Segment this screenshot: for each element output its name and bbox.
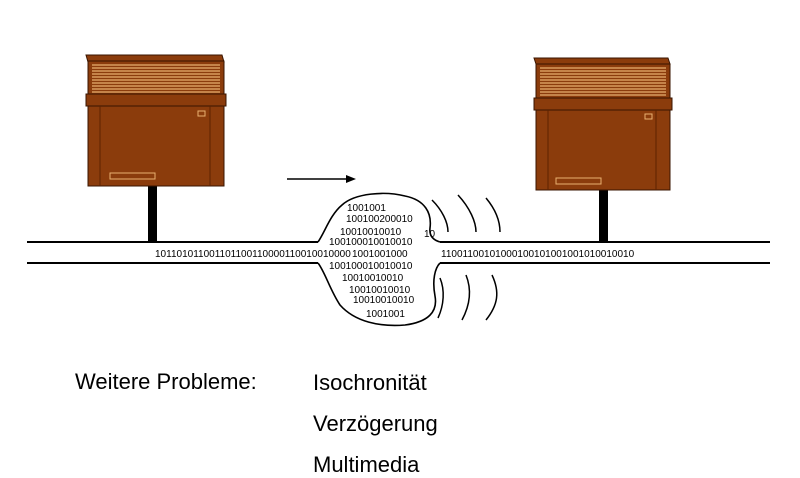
motion-arc bbox=[457, 194, 477, 233]
bit-stream-right: 11001100101000100101001001010010010 bbox=[441, 249, 635, 260]
caption-item-isochronitaet: Isochronität bbox=[313, 370, 427, 395]
cloud-bits-line: 1001001 bbox=[366, 309, 405, 320]
bit-cloud-outline bbox=[317, 192, 441, 327]
bit-stray: 10 bbox=[424, 229, 436, 240]
direction-arrow bbox=[287, 175, 356, 183]
cloud-bits-line: 1001001000 bbox=[352, 249, 408, 260]
caption-heading: Weitere Probleme: bbox=[75, 369, 257, 394]
caption-item-multimedia: Multimedia bbox=[313, 452, 420, 477]
cloud-bits-line: 100100010010010 bbox=[329, 261, 413, 272]
motion-arc bbox=[431, 199, 449, 233]
right-device bbox=[533, 57, 673, 241]
cloud-bits-line: 100100200010 bbox=[346, 214, 413, 225]
motion-arc bbox=[461, 274, 471, 321]
motion-arc bbox=[437, 277, 444, 319]
cloud-bits-line: 100100010010010 bbox=[329, 237, 413, 248]
left-device bbox=[85, 54, 227, 241]
cloud-bits-line: 10010010010 bbox=[342, 273, 404, 284]
cloud-bits-line: 1001001 bbox=[347, 203, 386, 214]
cloud-bits-line: 10010010010 bbox=[353, 295, 415, 306]
bit-stream-left: 101101011001101100110000110010010000 bbox=[155, 249, 351, 260]
motion-arc bbox=[485, 274, 498, 321]
motion-arc bbox=[485, 197, 501, 233]
caption-item-verzoegerung: Verzögerung bbox=[313, 411, 438, 436]
right-device-stand bbox=[599, 190, 608, 241]
cloud-bits-line: 10010010010 bbox=[340, 227, 402, 238]
cloud-bits-line: 10010010010 bbox=[349, 285, 411, 296]
left-device-stand bbox=[148, 186, 157, 241]
